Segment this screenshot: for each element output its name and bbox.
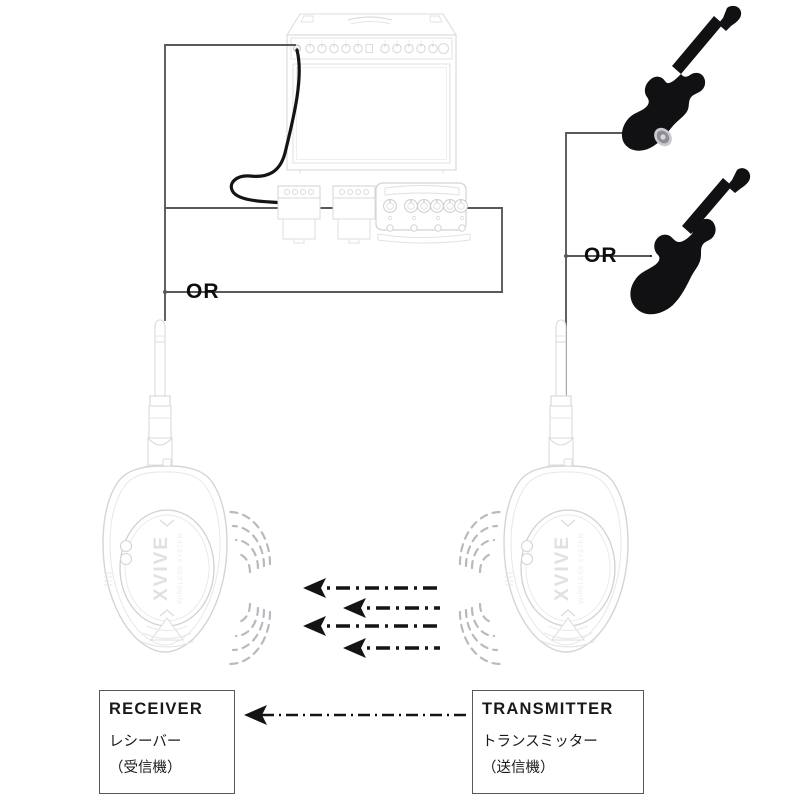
label-link-arrow [244, 705, 470, 725]
footswitch-row [386, 224, 466, 232]
rf-arrow-1 [303, 578, 440, 598]
rf-wave-arcs-left [228, 510, 272, 666]
guitar-combo-amplifier [286, 13, 457, 174]
wireless-receiver-bodypack: XVIVE WIRELESS SYSTEM [102, 319, 228, 653]
svg-text:WIRELESS SYSTEM: WIRELESS SYSTEM [578, 532, 585, 603]
compact-effect-pedal-1 [277, 185, 321, 244]
or-label-right: OR [584, 244, 618, 267]
receiver-label-box: RECEIVER レシーバー （受信機） [99, 690, 235, 794]
rf-signal-arrows [303, 578, 440, 658]
electric-guitar-single-cutaway [630, 168, 751, 315]
transmitter-title: TRANSMITTER [482, 700, 614, 718]
rf-arrow-3 [303, 616, 440, 636]
line-junctions [163, 254, 568, 294]
transmitter-label-box: TRANSMITTER トランスミッター （送信機） [472, 690, 644, 794]
wireless-transmitter-bodypack: XVIVE WIRELESS SYSTEM [503, 319, 629, 653]
transmitter-katakana: トランスミッター [482, 734, 598, 750]
instrument-cable [229, 48, 302, 208]
receiver-katakana: レシーバー [109, 734, 182, 750]
transmitter-kanji: （送信機） [482, 760, 555, 776]
or-label-left: OR [186, 280, 220, 303]
rf-wave-arcs-right [458, 510, 502, 666]
receiver-kanji: （受信機） [109, 760, 182, 776]
electric-guitar-superstrat [621, 5, 742, 151]
svg-text:XVIVE: XVIVE [552, 535, 573, 601]
svg-text:WIRELESS SYSTEM: WIRELESS SYSTEM [177, 532, 184, 603]
rf-arrow-4 [343, 638, 440, 658]
rf-arrow-2 [343, 598, 440, 618]
compact-effect-pedal-2 [332, 185, 376, 244]
receiver-title: RECEIVER [109, 700, 203, 718]
svg-text:XVIVE: XVIVE [151, 535, 172, 601]
multi-effects-pedal [375, 182, 471, 244]
